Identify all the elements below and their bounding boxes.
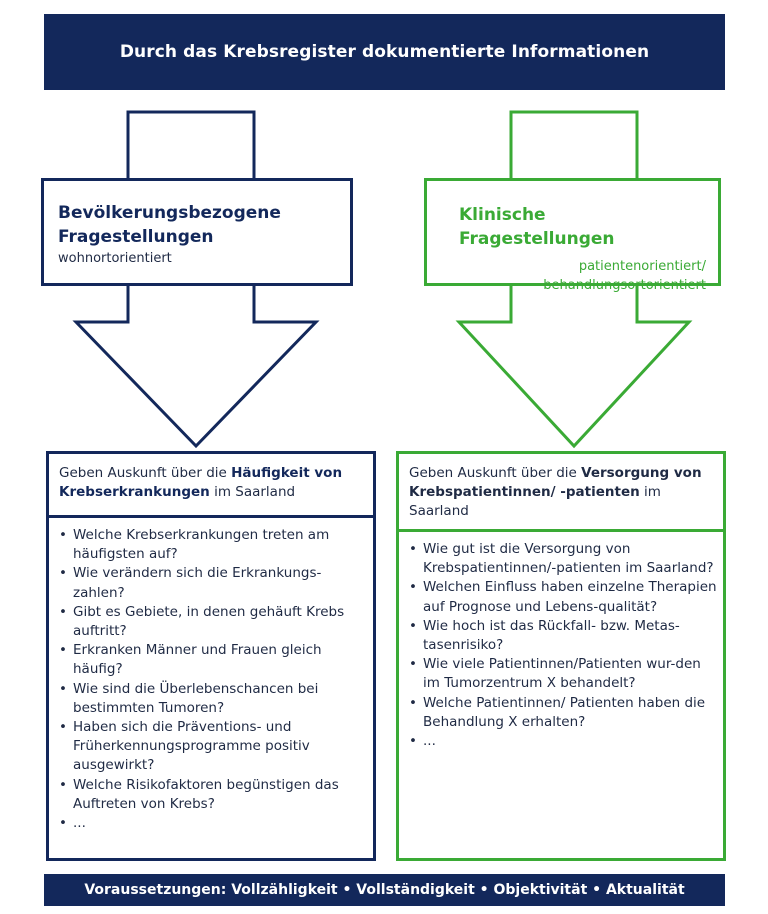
requirements-text: Voraussetzungen: Vollzähligkeit • Vollst…: [84, 882, 685, 898]
clinical-intro-bold: Versorgung von Krebspatientinnen/ -patie…: [409, 465, 702, 500]
clinical-subtitle: patientenorientiert/ behandlungsortorien…: [441, 257, 706, 295]
header-title: Durch das Krebsregister dokumentierte In…: [119, 42, 650, 62]
left-top-arrow-stem: [126, 110, 256, 180]
clinical-intro-pre: Geben Auskunft über die: [409, 465, 582, 481]
list-item: Gibt es Gebiete, in denen gehäuft Krebs …: [57, 603, 367, 641]
population-intro-post: im Saarland: [209, 484, 296, 500]
list-item: Erkranken Männer und Frauen gleich häufi…: [57, 641, 367, 679]
list-item: Wie viele Patientinnen/Patienten wur-den…: [407, 655, 717, 693]
population-title-line2: Fragestellungen: [58, 227, 214, 247]
list-item: ...: [407, 732, 717, 751]
list-item: Welche Patientinnen/ Patienten haben die…: [407, 694, 717, 732]
list-item: ...: [57, 814, 367, 833]
list-item: Wie gut ist die Versorgung von Krebspati…: [407, 540, 717, 578]
clinical-subtitle-line1: patientenorientiert/: [578, 259, 706, 274]
right-down-arrow: [455, 284, 693, 449]
clinical-subtitle-line2: behandlungsortorientiert: [543, 278, 706, 293]
list-item: Wie verändern sich die Erkrankungs-zahle…: [57, 564, 367, 602]
population-info-panel: Geben Auskunft über die Häufigkeit von K…: [46, 451, 376, 861]
population-intro-bold: Häufigkeit von Krebserkrankungen: [59, 465, 343, 500]
clinical-title: Klinische Fragestellungen: [459, 205, 615, 249]
population-subtitle: wohnortorientiert: [58, 251, 172, 266]
clinical-intro: Geben Auskunft über die Versorgung von K…: [399, 454, 723, 532]
clinical-info-panel: Geben Auskunft über die Versorgung von K…: [396, 451, 726, 861]
list-item: Welche Krebserkrankungen treten am häufi…: [57, 526, 367, 564]
list-item: Welchen Einfluss haben einzelne Therapie…: [407, 578, 717, 616]
population-questions-box: Bevölkerungsbezogene Fragestellungen woh…: [41, 178, 353, 286]
population-intro: Geben Auskunft über die Häufigkeit von K…: [49, 454, 373, 518]
header-title-bar: Durch das Krebsregister dokumentierte In…: [44, 14, 725, 90]
left-down-arrow: [72, 284, 320, 449]
clinical-questions-box: Klinische Fragestellungen patientenorien…: [424, 178, 721, 293]
list-item: Welche Risikofaktoren begünstigen das Au…: [57, 776, 367, 814]
list-item: Wie sind die Überlebenschancen bei besti…: [57, 680, 367, 718]
list-item: Haben sich die Präventions- und Früherke…: [57, 718, 367, 776]
population-question-list: Welche Krebserkrankungen treten am häufi…: [49, 518, 373, 833]
population-intro-pre: Geben Auskunft über die: [59, 465, 232, 481]
population-title-line1: Bevölkerungsbezogene: [58, 203, 281, 223]
requirements-footer: Voraussetzungen: Vollzähligkeit • Vollst…: [44, 874, 725, 906]
clinical-intro-post: im Saarland: [409, 484, 661, 519]
right-top-arrow-stem: [509, 110, 639, 180]
clinical-question-list: Wie gut ist die Versorgung von Krebspati…: [399, 532, 723, 751]
list-item: Wie hoch ist das Rückfall- bzw. Metas-ta…: [407, 617, 717, 655]
